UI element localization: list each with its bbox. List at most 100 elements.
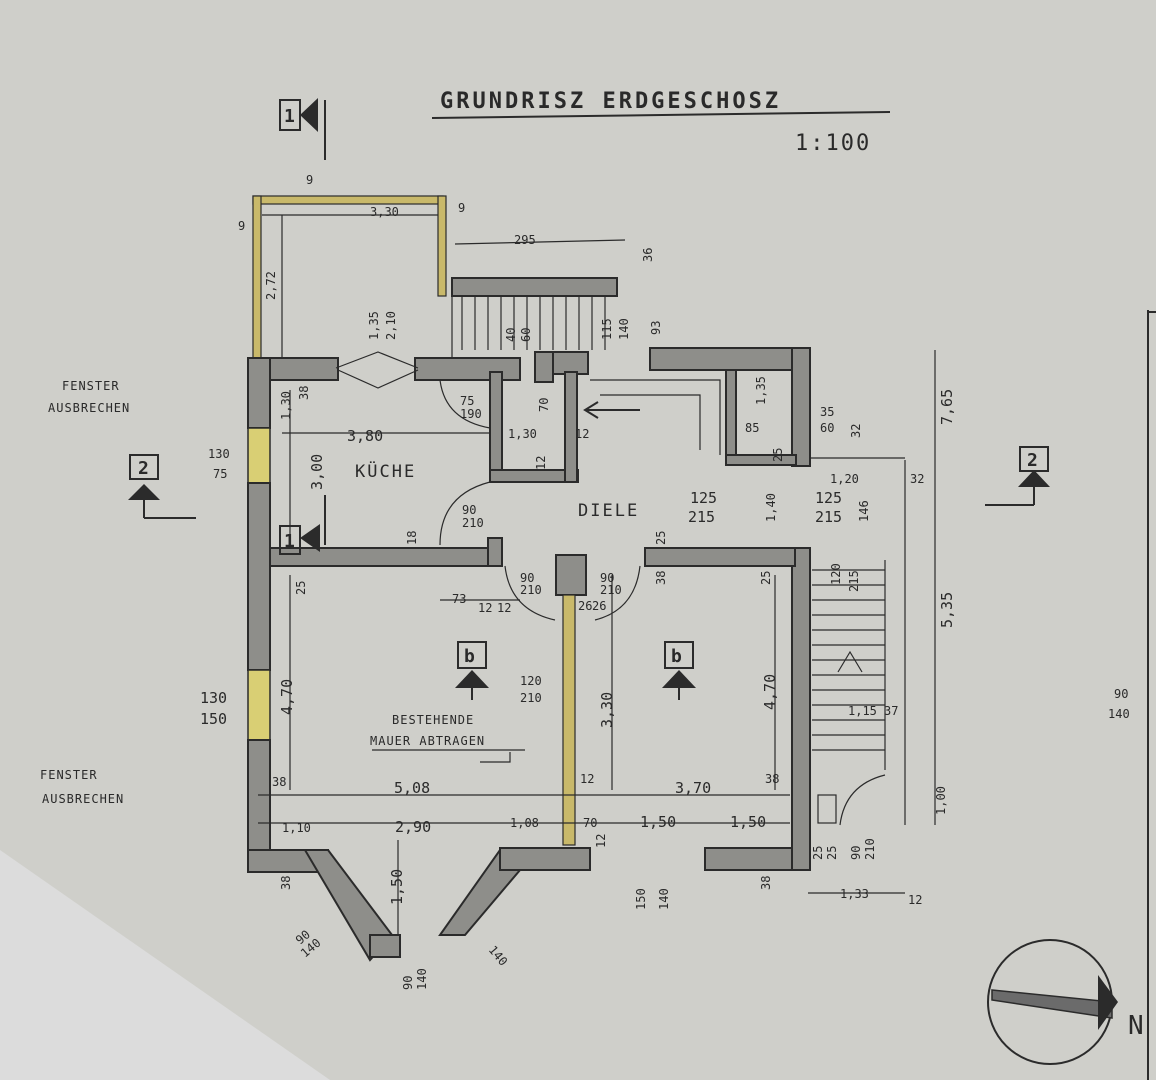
dim-d12a: 12	[478, 601, 492, 615]
svg-text:b: b	[464, 646, 475, 667]
note-window-upper-2: AUSBRECHEN	[48, 401, 130, 415]
dim-d25: 25	[654, 531, 668, 545]
dim-d25l: 25	[294, 581, 308, 595]
dim-d25r: 25	[759, 571, 773, 585]
dim-bay-12: 12	[594, 834, 608, 848]
note-window-upper-1: FENSTER	[62, 379, 120, 393]
dim-door-125a: 125	[690, 489, 717, 507]
room-label-hall: DIELE	[578, 501, 639, 521]
dim-door-215a: 215	[688, 508, 715, 526]
window-kitchen	[247, 427, 271, 484]
exterior-walls	[247, 347, 811, 962]
svg-text:2: 2	[138, 458, 149, 479]
dim-38-left: 38	[272, 775, 286, 789]
dim-25c: 25	[825, 846, 839, 860]
dim-far-90: 90	[1114, 687, 1128, 701]
dim-right-12: 12	[908, 893, 922, 907]
dim-room-left-w: 5,08	[394, 779, 430, 797]
paper-fold	[0, 850, 330, 1080]
dim-door-146: 146	[857, 500, 871, 522]
wall-to-remove	[562, 594, 576, 846]
dim-closet-85: 85	[745, 421, 759, 435]
dim-d38: 38	[654, 571, 668, 585]
dim-stair-36: 36	[641, 248, 655, 262]
dim-window-kitchen-w: 130	[208, 447, 230, 461]
interior-partitions	[555, 554, 587, 846]
dim-door-140: 1,40	[764, 493, 778, 522]
room-label-kitchen: KÜCHE	[355, 460, 416, 482]
dim-right-60: 60	[820, 421, 834, 435]
dim-window-kitchen-h: 75	[213, 467, 227, 481]
dim-room-mid-h: 3,30	[598, 692, 616, 728]
dim-38-kitchen: 38	[297, 386, 311, 400]
dim-bay-150b: 1,50	[730, 813, 766, 831]
dim-door-125b: 125	[815, 489, 842, 507]
dim-stair-140: 140	[617, 318, 631, 340]
note-window-lower-1: FENSTER	[40, 768, 98, 782]
dim-bay-140b: 140	[415, 968, 429, 990]
dim-porch-edge-right: 9	[458, 201, 465, 215]
dim-kitchen-depth: 3,00	[308, 454, 326, 490]
note-wall-remove-1: BESTEHENDE	[392, 713, 474, 727]
dim-closet-135: 1,35	[754, 376, 768, 405]
dim-left-18: 18	[405, 531, 419, 545]
note-wall-remove-2: MAUER ABTRAGEN	[370, 734, 485, 748]
dim-d90b: 90	[600, 571, 614, 585]
dim-far-140: 140	[1108, 707, 1130, 721]
dim-right-25: 25	[771, 448, 785, 462]
dim-door-215b: 215	[815, 508, 842, 526]
dim-window-living-w: 130	[200, 689, 227, 707]
window-living	[247, 669, 271, 741]
dim-room-right-h: 4,70	[761, 674, 779, 710]
svg-text:b: b	[671, 646, 682, 667]
dim-stair-115: 115	[600, 318, 614, 340]
dim-right-535: 5,35	[938, 592, 956, 628]
dim-right-765: 7,65	[938, 389, 956, 425]
svg-text:2: 2	[1027, 450, 1038, 471]
dim-porch-width: 3,30	[370, 205, 399, 219]
dim-d210b: 210	[600, 583, 622, 597]
dim-38-right: 38	[765, 772, 779, 786]
dim-porch-edge-left: 9	[238, 219, 245, 233]
svg-text:1: 1	[284, 106, 295, 127]
dim-bay-290: 2,90	[395, 818, 431, 836]
dim-d26b: 26	[592, 599, 606, 613]
dim-wc-130: 1,30	[508, 427, 537, 441]
dim-d210a: 210	[520, 583, 542, 597]
dim-door-mid-120: 120	[520, 674, 542, 688]
title-underline	[431, 111, 891, 119]
dim-bay-150c: 150	[634, 888, 648, 910]
door-swings	[335, 351, 641, 621]
dim-right-32a: 32	[849, 424, 863, 438]
dim-right-120: 1,20	[830, 472, 859, 486]
section-mark-right-2: 2	[985, 446, 1050, 506]
drawing-scale: 1:100	[795, 131, 871, 156]
dim-door-mid-210: 210	[520, 691, 542, 705]
dim-hall-door-90: 90	[462, 503, 476, 517]
dim-stair-60: 60	[519, 328, 533, 342]
dim-bay-108: 1,08	[510, 816, 539, 830]
dim-d90a: 90	[520, 571, 534, 585]
dim-bay-150v: 1,50	[388, 869, 406, 905]
dim-porch-depth: 2,72	[264, 271, 278, 300]
note-window-lower-2: AUSBRECHEN	[42, 792, 124, 806]
stair-right	[809, 457, 906, 826]
stair-inner	[583, 379, 721, 455]
dim-wc-70: 70	[537, 398, 551, 412]
note-leader	[480, 752, 511, 763]
dim-stair-93: 93	[649, 321, 663, 335]
dim-90c: 90	[849, 846, 863, 860]
dim-bay-90b: 90	[401, 976, 415, 990]
dim-bay-38: 38	[279, 876, 293, 890]
dim-d73: 73	[452, 592, 466, 606]
section-mark-left-2: 2	[128, 454, 196, 519]
section-mark-top-1: 1	[279, 98, 326, 160]
dim-130-kitchen: 1,30	[279, 391, 293, 420]
dim-bay-150a: 1,50	[640, 813, 676, 831]
dim-line-295	[454, 239, 626, 245]
dim-stair-120: 120	[829, 563, 843, 585]
dim-38b: 38	[759, 876, 773, 890]
dim-bay-70: 70	[583, 816, 597, 830]
dim-right-100: 1,00	[934, 786, 948, 815]
